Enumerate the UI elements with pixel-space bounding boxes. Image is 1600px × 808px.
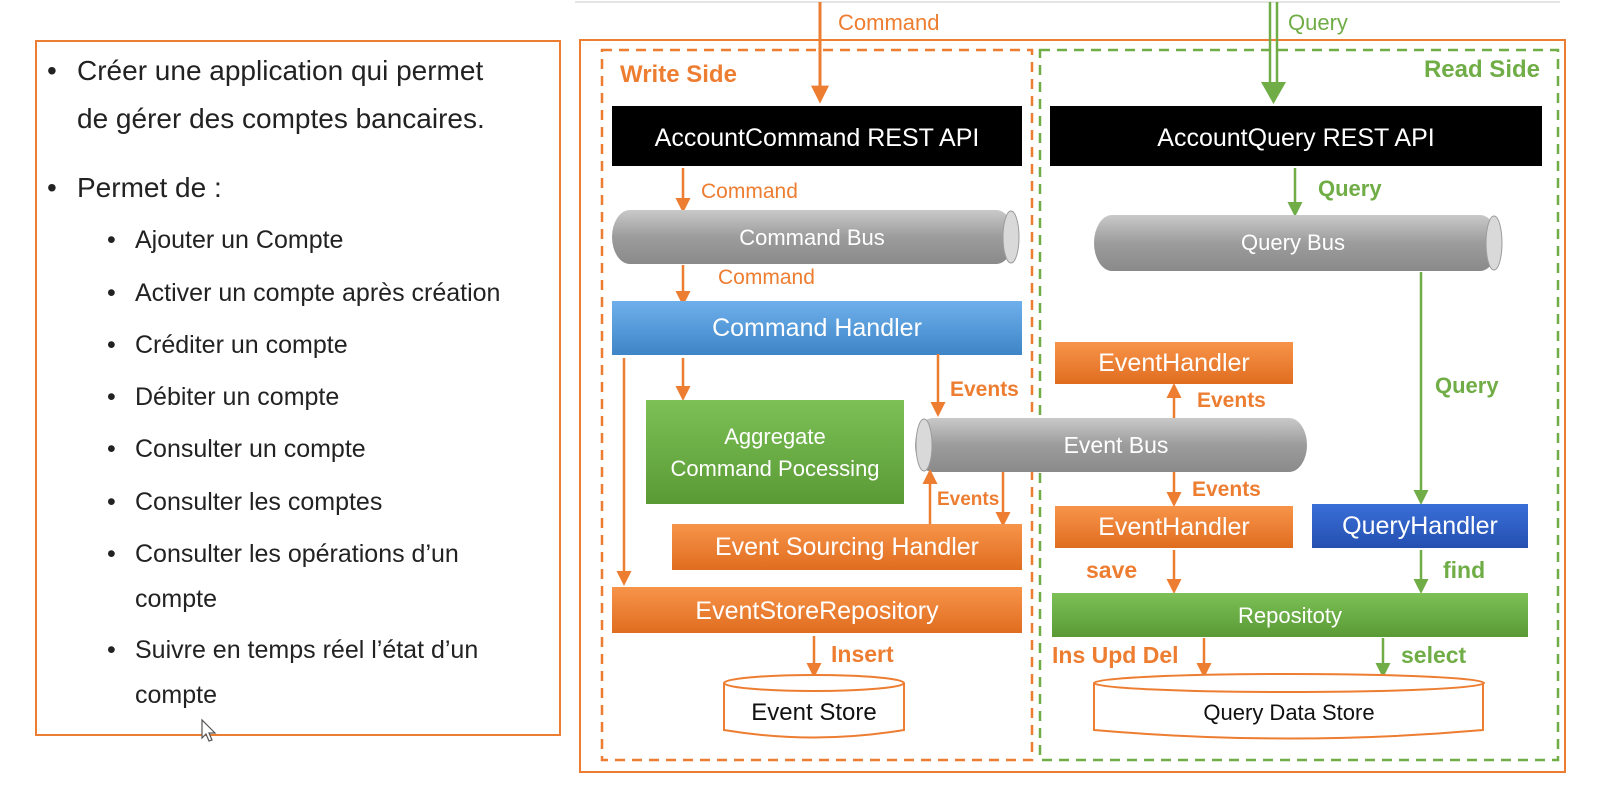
save-label: save: [1086, 557, 1137, 583]
requirement-item: compte: [135, 585, 217, 613]
account-query-rest-api-label: AccountQuery REST API: [1157, 124, 1434, 152]
find-label: find: [1443, 557, 1485, 583]
incoming-query-label: Query: [1288, 10, 1348, 35]
command-handler: [612, 301, 1022, 355]
incoming-query-arrowhead: [1261, 82, 1286, 104]
requirements-panel: [35, 40, 561, 736]
account-command-rest-api-label: AccountCommand REST API: [655, 124, 980, 152]
bullet-dot-icon: •: [107, 540, 116, 568]
command-label-2: Command: [718, 266, 815, 289]
aggregate-label-line1: Aggregate: [724, 424, 826, 449]
requirement-item: Activer un compte après création•: [107, 279, 501, 307]
events-label-1: Events: [950, 378, 1019, 401]
event-store-label: Event Store: [751, 699, 876, 726]
command-bus-label: Command Bus: [739, 225, 885, 250]
requirement-item: Ajouter un Compte•: [107, 226, 344, 254]
events-label-top: Events: [1197, 389, 1266, 412]
bullet-dot-icon: •: [107, 279, 116, 307]
query-bus-label: Query Bus: [1241, 230, 1345, 255]
events-label-2: Events: [937, 489, 999, 510]
bullet-dot-icon: •: [107, 331, 116, 359]
events-label-bottom: Events: [1192, 478, 1261, 501]
event-store-repository-label: EventStoreRepository: [695, 597, 939, 625]
requirement-item: Permet de :•: [47, 172, 222, 203]
bullet-dot-icon: •: [47, 172, 57, 203]
ins-upd-del-label: Ins Upd Del: [1052, 642, 1179, 668]
event-bus-label: Event Bus: [1064, 432, 1169, 458]
requirement-item: Consulter les opérations d’un•: [107, 540, 459, 568]
repository-label: Repositoty: [1238, 603, 1342, 628]
bullet-dot-icon: •: [107, 226, 116, 254]
query-handler-label: QueryHandler: [1342, 512, 1498, 540]
insert-label: Insert: [831, 641, 894, 667]
incoming-command-label: Command: [838, 10, 939, 35]
bullet-dot-icon: •: [47, 55, 57, 86]
requirement-item: Créer une application qui permet•: [47, 55, 484, 86]
repository: [1052, 593, 1528, 637]
event-bus: [915, 418, 1307, 472]
event-sourcing-handler: [672, 524, 1022, 570]
query-label-2: Query: [1435, 373, 1499, 398]
read-side-title: Read Side: [1424, 56, 1540, 83]
bullet-dot-icon: •: [107, 383, 116, 411]
aggregate-label-line2: Command Pocessing: [670, 456, 879, 481]
requirement-item: Consulter les comptes•: [107, 488, 383, 516]
command-handler-label: Command Handler: [712, 314, 922, 342]
event-handler-bottom-label: EventHandler: [1098, 513, 1249, 541]
bullet-dot-icon: •: [107, 488, 116, 516]
requirement-item: Débiter un compte•: [107, 383, 340, 411]
query-data-store: [1093, 673, 1485, 740]
bullet-dot-icon: •: [107, 636, 116, 664]
event-store: [723, 674, 905, 739]
event-store-repository: [612, 587, 1022, 633]
event-sourcing-handler-label: Event Sourcing Handler: [715, 533, 979, 561]
read-side-region: [1038, 48, 1560, 762]
aggregate-command-processing: [646, 400, 904, 504]
mouse-cursor-icon: [201, 718, 217, 742]
bullet-dot-icon: •: [107, 435, 116, 463]
select-label: select: [1401, 642, 1467, 668]
account-command-rest-api: [612, 106, 1022, 166]
query-data-store-label: Query Data Store: [1203, 700, 1374, 725]
write-side-region: [600, 48, 1034, 762]
write-side-title: Write Side: [620, 61, 737, 88]
account-query-rest-api: [1050, 106, 1542, 166]
event-handler-top-label: EventHandler: [1098, 349, 1249, 377]
requirement-item: compte: [135, 681, 217, 709]
requirement-item: Consulter un compte•: [107, 435, 366, 463]
event-handler-top: [1055, 342, 1293, 384]
query-bus: [1094, 215, 1503, 271]
requirement-item: de gérer des comptes bancaires.: [77, 103, 485, 134]
query-handler: [1312, 504, 1528, 548]
query-label-1: Query: [1318, 176, 1382, 201]
requirement-item: Suivre en temps réel l’état d’un•: [107, 636, 479, 664]
command-label-1: Command: [701, 180, 798, 203]
diagram-frame: [579, 39, 1566, 773]
event-handler-bottom: [1055, 506, 1293, 548]
command-bus: [612, 210, 1020, 264]
requirement-item: Créditer un compte•: [107, 331, 348, 359]
